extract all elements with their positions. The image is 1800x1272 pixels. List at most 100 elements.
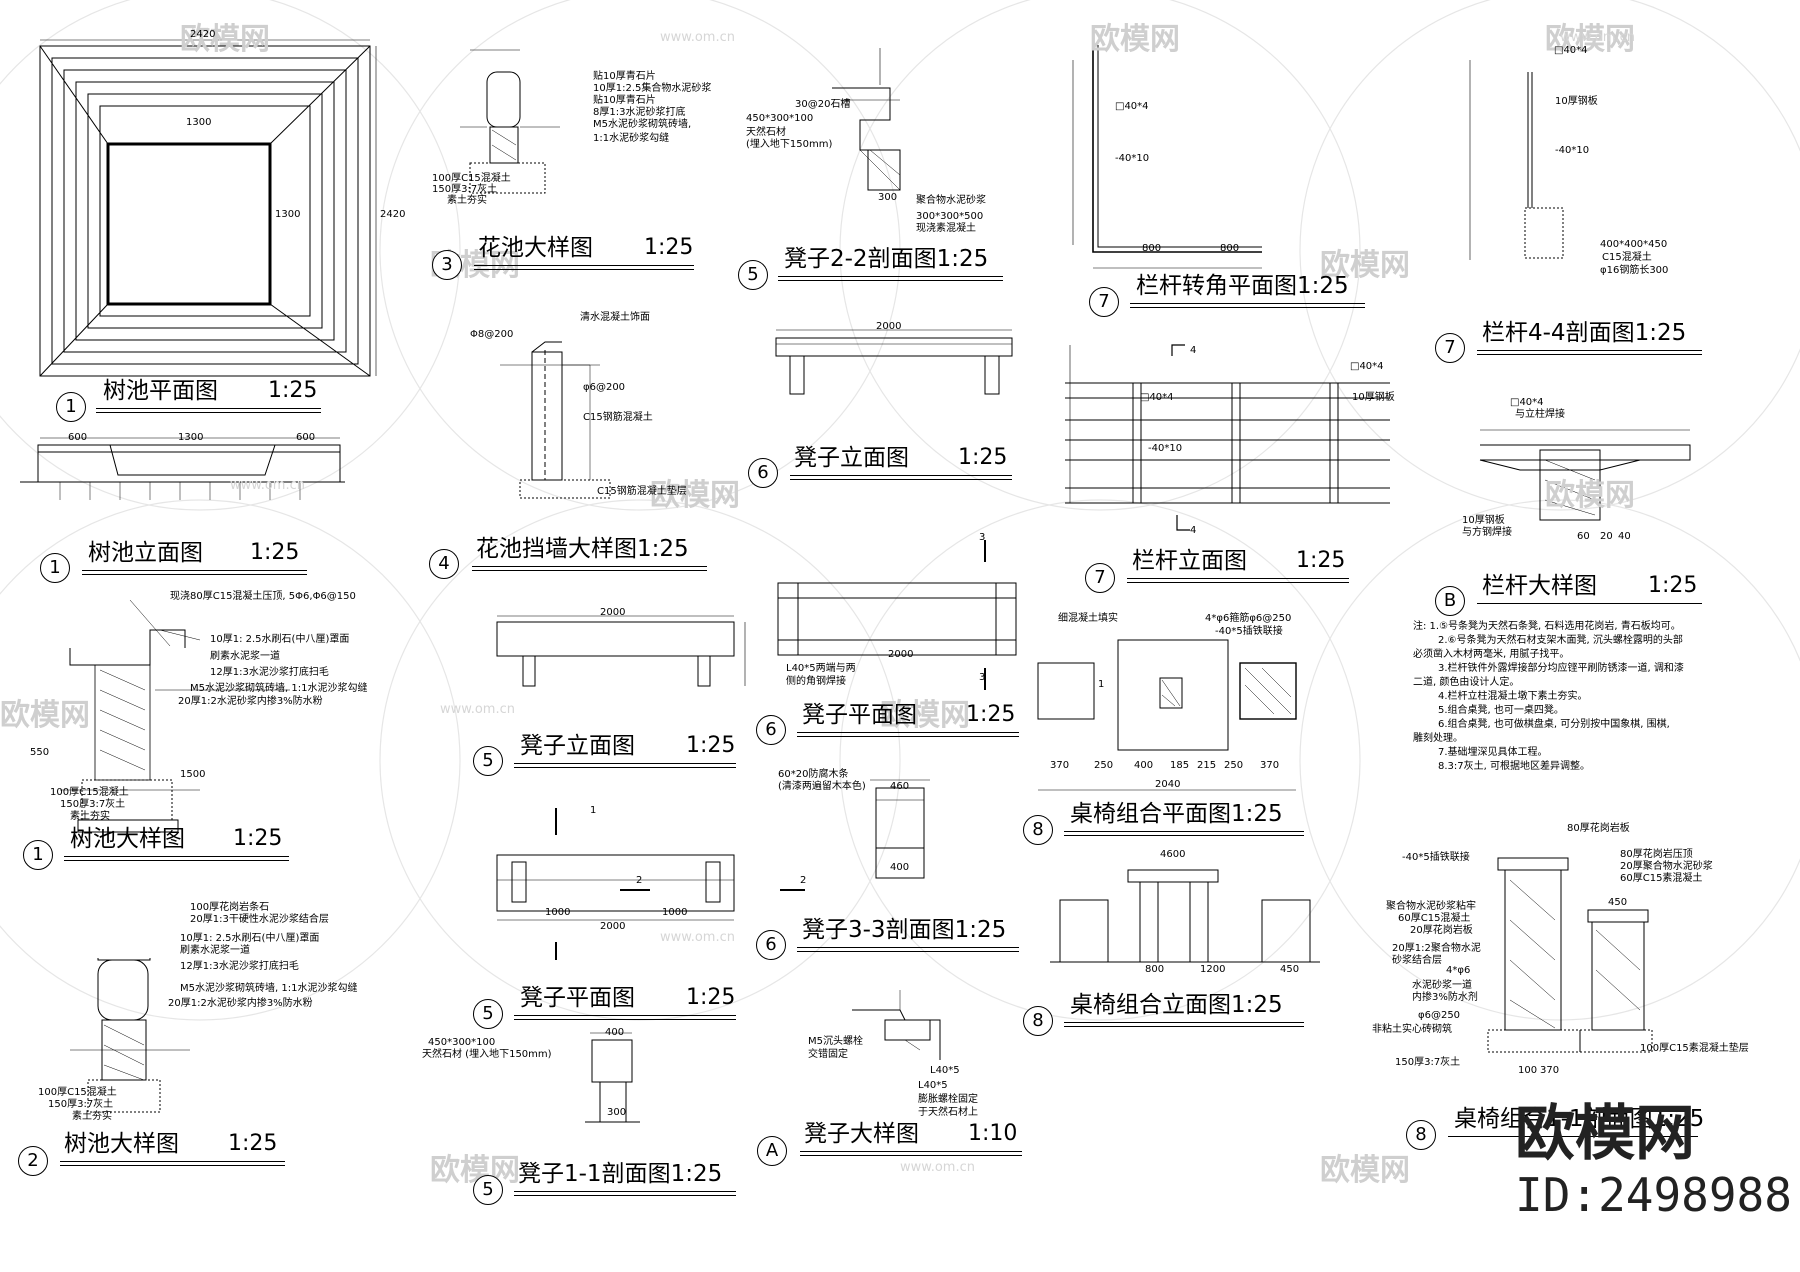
watermark-url: www.om.cn	[660, 930, 735, 945]
title-underline	[64, 860, 289, 861]
annotation: 20厚1:2水泥砂浆内掺3%防水粉	[168, 998, 313, 1009]
drawing-scale: 1:25	[250, 540, 300, 565]
drawing-number: 8	[1406, 1120, 1436, 1150]
drawing-scale: 1:10	[968, 1121, 1018, 1146]
title-underline	[96, 408, 321, 409]
dimension: 4600	[1160, 849, 1186, 860]
annotation: 贴10厚青石片	[593, 95, 656, 106]
bench-3-3-section	[870, 779, 930, 879]
annotation: 10厚1:2.5集合物水泥砂浆	[593, 83, 712, 94]
annotation: 聚合物水泥砂浆粘牢	[1386, 901, 1476, 912]
section-mark: 3	[979, 532, 986, 543]
annotation: L40*5	[930, 1065, 960, 1076]
tree-pit-plan	[39, 39, 377, 377]
drawing-scale: 1:25	[228, 1131, 278, 1156]
annotation: 60厚C15素混凝土	[1620, 873, 1703, 884]
annotation: 8厚1:3水泥砂浆打底	[593, 107, 686, 118]
annotation: 150厚3:7灰土	[60, 799, 126, 810]
drawing-title: 花池大样图	[478, 235, 593, 261]
bench-elevation-5	[496, 615, 746, 687]
annotation: 100厚花岗岩条石	[190, 902, 270, 913]
annotation: 4*φ6箍筋φ6@250	[1205, 613, 1292, 624]
watermark-url: www.om.cn	[440, 702, 515, 717]
dimension: 370	[1540, 1065, 1560, 1076]
flower-wall-detail	[500, 341, 611, 499]
title-underline	[472, 570, 707, 571]
annotation: □40*4	[1140, 392, 1174, 403]
tree-pit-detail-2	[70, 958, 190, 1113]
annotation: 聚合物水泥砂浆	[916, 195, 986, 206]
note-line: 6.组合桌凳, 也可做棋盘桌, 可分别按中国象棋, 围棋,	[1438, 719, 1670, 730]
title-underline	[797, 947, 1019, 948]
drawing-number: 5	[473, 1175, 503, 1205]
dimension: 2000	[600, 607, 626, 618]
annotation: -40*5插铁联接	[1215, 626, 1283, 637]
section-mark: 2	[636, 875, 643, 886]
annotation: 现浇80厚C15混凝土压顶, 5Φ6,Φ6@150	[170, 591, 356, 602]
watermark-url: www.om.cn	[230, 478, 305, 493]
title-underline	[778, 280, 1003, 281]
dimension: 1300	[178, 432, 204, 443]
dimension: 800	[1145, 964, 1165, 975]
drawing-title: 凳子大样图	[804, 1121, 919, 1147]
annotation: 天然石材 (埋入地下150mm)	[422, 1049, 552, 1060]
dimension: 20	[1600, 531, 1613, 542]
drawing-title: 树池大样图	[70, 826, 185, 852]
note-line: 8.3:7灰土, 可根据地区差异调整。	[1438, 761, 1590, 772]
dimension: 370	[1050, 760, 1070, 771]
annotation: □40*4	[1510, 397, 1544, 408]
annotation: 150厚3:7灰土	[1395, 1057, 1461, 1068]
drawing-number: 7	[1435, 333, 1465, 363]
title-underline	[514, 1015, 736, 1016]
annotation: 30@20石槽	[795, 99, 851, 110]
drawing-title: 桌椅组合1-1剖面图1:25	[1454, 1106, 1705, 1132]
title-underline	[60, 1165, 285, 1166]
drawing-title: 花池挡墙大样图1:25	[476, 536, 689, 562]
drawing-scale: 1:25	[233, 826, 283, 851]
watermark-brand: 欧模网	[650, 478, 740, 513]
annotation: 300*300*500	[916, 211, 984, 222]
drawing-title: 凳子平面图	[520, 985, 635, 1011]
drawing-number: 8	[1023, 1006, 1053, 1036]
drawing-number: 7	[1089, 287, 1119, 317]
drawing-number: 3	[432, 250, 462, 280]
bench-plan-5	[496, 808, 805, 960]
drawing-title: 树池立面图	[88, 540, 203, 566]
section-mark: 4	[1190, 345, 1197, 356]
drawing-number: 1	[40, 553, 70, 583]
annotation: 交错固定	[808, 1049, 848, 1060]
dimension: 2420	[380, 209, 406, 220]
title-underline	[790, 479, 1012, 480]
annotation: 10厚钢板	[1462, 515, 1505, 526]
flower-bed-detail	[460, 49, 560, 194]
dimension: 800	[1142, 243, 1162, 254]
section-mark: 3	[979, 672, 986, 683]
watermark-url: www.om.cn	[660, 30, 735, 45]
annotation: L40*5两端与两	[786, 663, 856, 674]
dimension: 300	[878, 192, 898, 203]
tree-pit-elevation	[20, 437, 345, 500]
drawing-title: 树池平面图	[103, 378, 218, 404]
drawing-scale: 1:25	[686, 985, 736, 1010]
title-underline	[1130, 307, 1365, 308]
bench-plan-6	[777, 540, 1017, 690]
dimension: 2000	[888, 649, 914, 660]
annotation: 400*400*450	[1600, 239, 1668, 250]
title-underline	[1064, 1022, 1304, 1023]
title-underline	[474, 265, 694, 266]
title-underline	[797, 732, 1019, 733]
annotation: φ6@200	[583, 382, 626, 393]
table-chair-plan	[1037, 639, 1297, 791]
annotation: 20厚1:3干硬性水泥沙浆结合层	[190, 914, 329, 925]
general-notes: 注: 1.⑤号条凳为天然石条凳, 石料选用花岗岩, 青石板均可。 2.⑥号条凳为…	[1413, 620, 1788, 774]
watermark-brand: 欧模网	[0, 698, 90, 733]
dimension: 400	[890, 862, 910, 873]
annotation: 150厚3:7灰土	[48, 1099, 114, 1110]
annotation: 现浇素混凝土	[916, 223, 976, 234]
watermark-brand: 欧模网	[1320, 1153, 1410, 1188]
annotation: 内掺3%防水剂	[1412, 992, 1478, 1003]
drawing-scale: 1:25	[268, 378, 318, 403]
annotation: M5水泥沙浆砌筑砖墙, 1:1水泥沙浆勾缝	[190, 683, 368, 694]
